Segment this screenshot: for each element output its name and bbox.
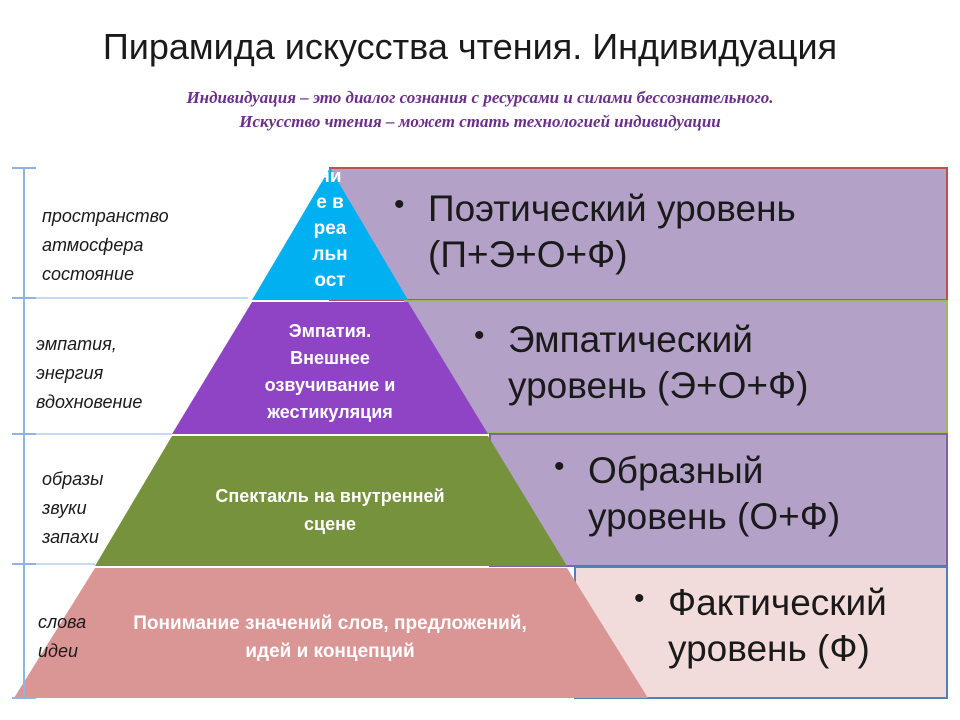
- pyramid-tier-top: [252, 168, 408, 300]
- level-line-1: Фактический: [668, 582, 887, 623]
- pyramid-tier-empathy: [172, 302, 488, 434]
- level-band-figurative: [489, 433, 948, 567]
- level-text-factual: • Фактический уровень (Ф): [634, 580, 887, 672]
- tier-line: Понимание значений слов, предложений,: [133, 613, 527, 634]
- tier-line: льн: [312, 244, 348, 265]
- level-line-2: уровень (О+Ф): [588, 496, 841, 537]
- side-label: вдохновение: [36, 392, 143, 412]
- side-label: идеи: [38, 641, 78, 661]
- tier-line: ни: [318, 172, 342, 187]
- pyramid-text-top: ни е в реа льн ост: [300, 172, 360, 298]
- side-label: звуки: [42, 498, 87, 518]
- level-band-poetic: [329, 167, 948, 301]
- tier-line: реа: [313, 218, 347, 239]
- bullet-icon: •: [474, 319, 485, 352]
- subtitle-line-2: Искусство чтения – может стать технологи…: [239, 112, 721, 131]
- side-label: энергия: [36, 363, 104, 383]
- bullet-icon: •: [554, 450, 565, 483]
- pyramid-tier-meaning: [14, 568, 648, 698]
- level-line-1: Эмпатический: [508, 319, 753, 360]
- bullet-icon: •: [634, 582, 645, 615]
- tier-line: жестикуляция: [267, 402, 393, 422]
- level-text-figurative: • Образный уровень (О+Ф): [554, 448, 841, 540]
- tier-line: ост: [314, 270, 346, 291]
- tier-line: Эмпатия.: [288, 321, 372, 341]
- subtitle: Индивидуация – это диалог сознания с рес…: [0, 86, 960, 134]
- side-label-group-3: образы звуки запахи: [42, 465, 103, 552]
- subtitle-line-1: Индивидуация – это диалог сознания с рес…: [186, 88, 774, 107]
- tier-line: е в: [316, 192, 344, 213]
- level-line-1: Поэтический уровень: [428, 188, 796, 229]
- side-label: атмосфера: [42, 235, 144, 255]
- side-label-group-1: пространство атмосфера состояние: [42, 202, 169, 289]
- side-label: эмпатия,: [36, 334, 117, 354]
- level-line-2: уровень (Э+О+Ф): [508, 365, 809, 406]
- level-line-1: Образный: [588, 450, 764, 491]
- tier-line: Спектакль на внутренней: [215, 486, 445, 506]
- side-label-group-2: эмпатия, энергия вдохновение: [36, 330, 142, 417]
- level-text-poetic: • Поэтический уровень (П+Э+О+Ф): [394, 186, 796, 278]
- bullet-icon: •: [394, 188, 405, 221]
- side-label-group-4: слова идеи: [38, 608, 86, 666]
- page-title: Пирамида искусства чтения. Индивидуация: [102, 26, 838, 67]
- level-line-2: уровень (Ф): [668, 628, 870, 669]
- tier-line: сцене: [304, 514, 356, 534]
- side-label: пространство: [42, 206, 169, 226]
- pyramid-text-meaning: Понимание значений слов, предложений, ид…: [70, 610, 590, 666]
- side-label: образы: [42, 469, 104, 489]
- side-label: слова: [38, 612, 87, 632]
- tier-line: Внешнее: [290, 348, 370, 368]
- pyramid-text-empathy: Эмпатия. Внешнее озвучивание и жестикуля…: [220, 318, 440, 432]
- tier-line: озвучивание и: [264, 375, 396, 395]
- level-band-factual: [574, 566, 948, 699]
- level-text-empathic: • Эмпатический уровень (Э+О+Ф): [474, 317, 809, 409]
- pyramid-text-spectacle: Спектакль на внутренней сцене: [160, 482, 500, 538]
- side-label: запахи: [42, 527, 99, 547]
- tier-line: идей и концепций: [245, 641, 415, 662]
- pyramid-tier-spectacle: [95, 436, 567, 566]
- level-line-2: (П+Э+О+Ф): [428, 234, 628, 275]
- side-label: состояние: [42, 264, 134, 284]
